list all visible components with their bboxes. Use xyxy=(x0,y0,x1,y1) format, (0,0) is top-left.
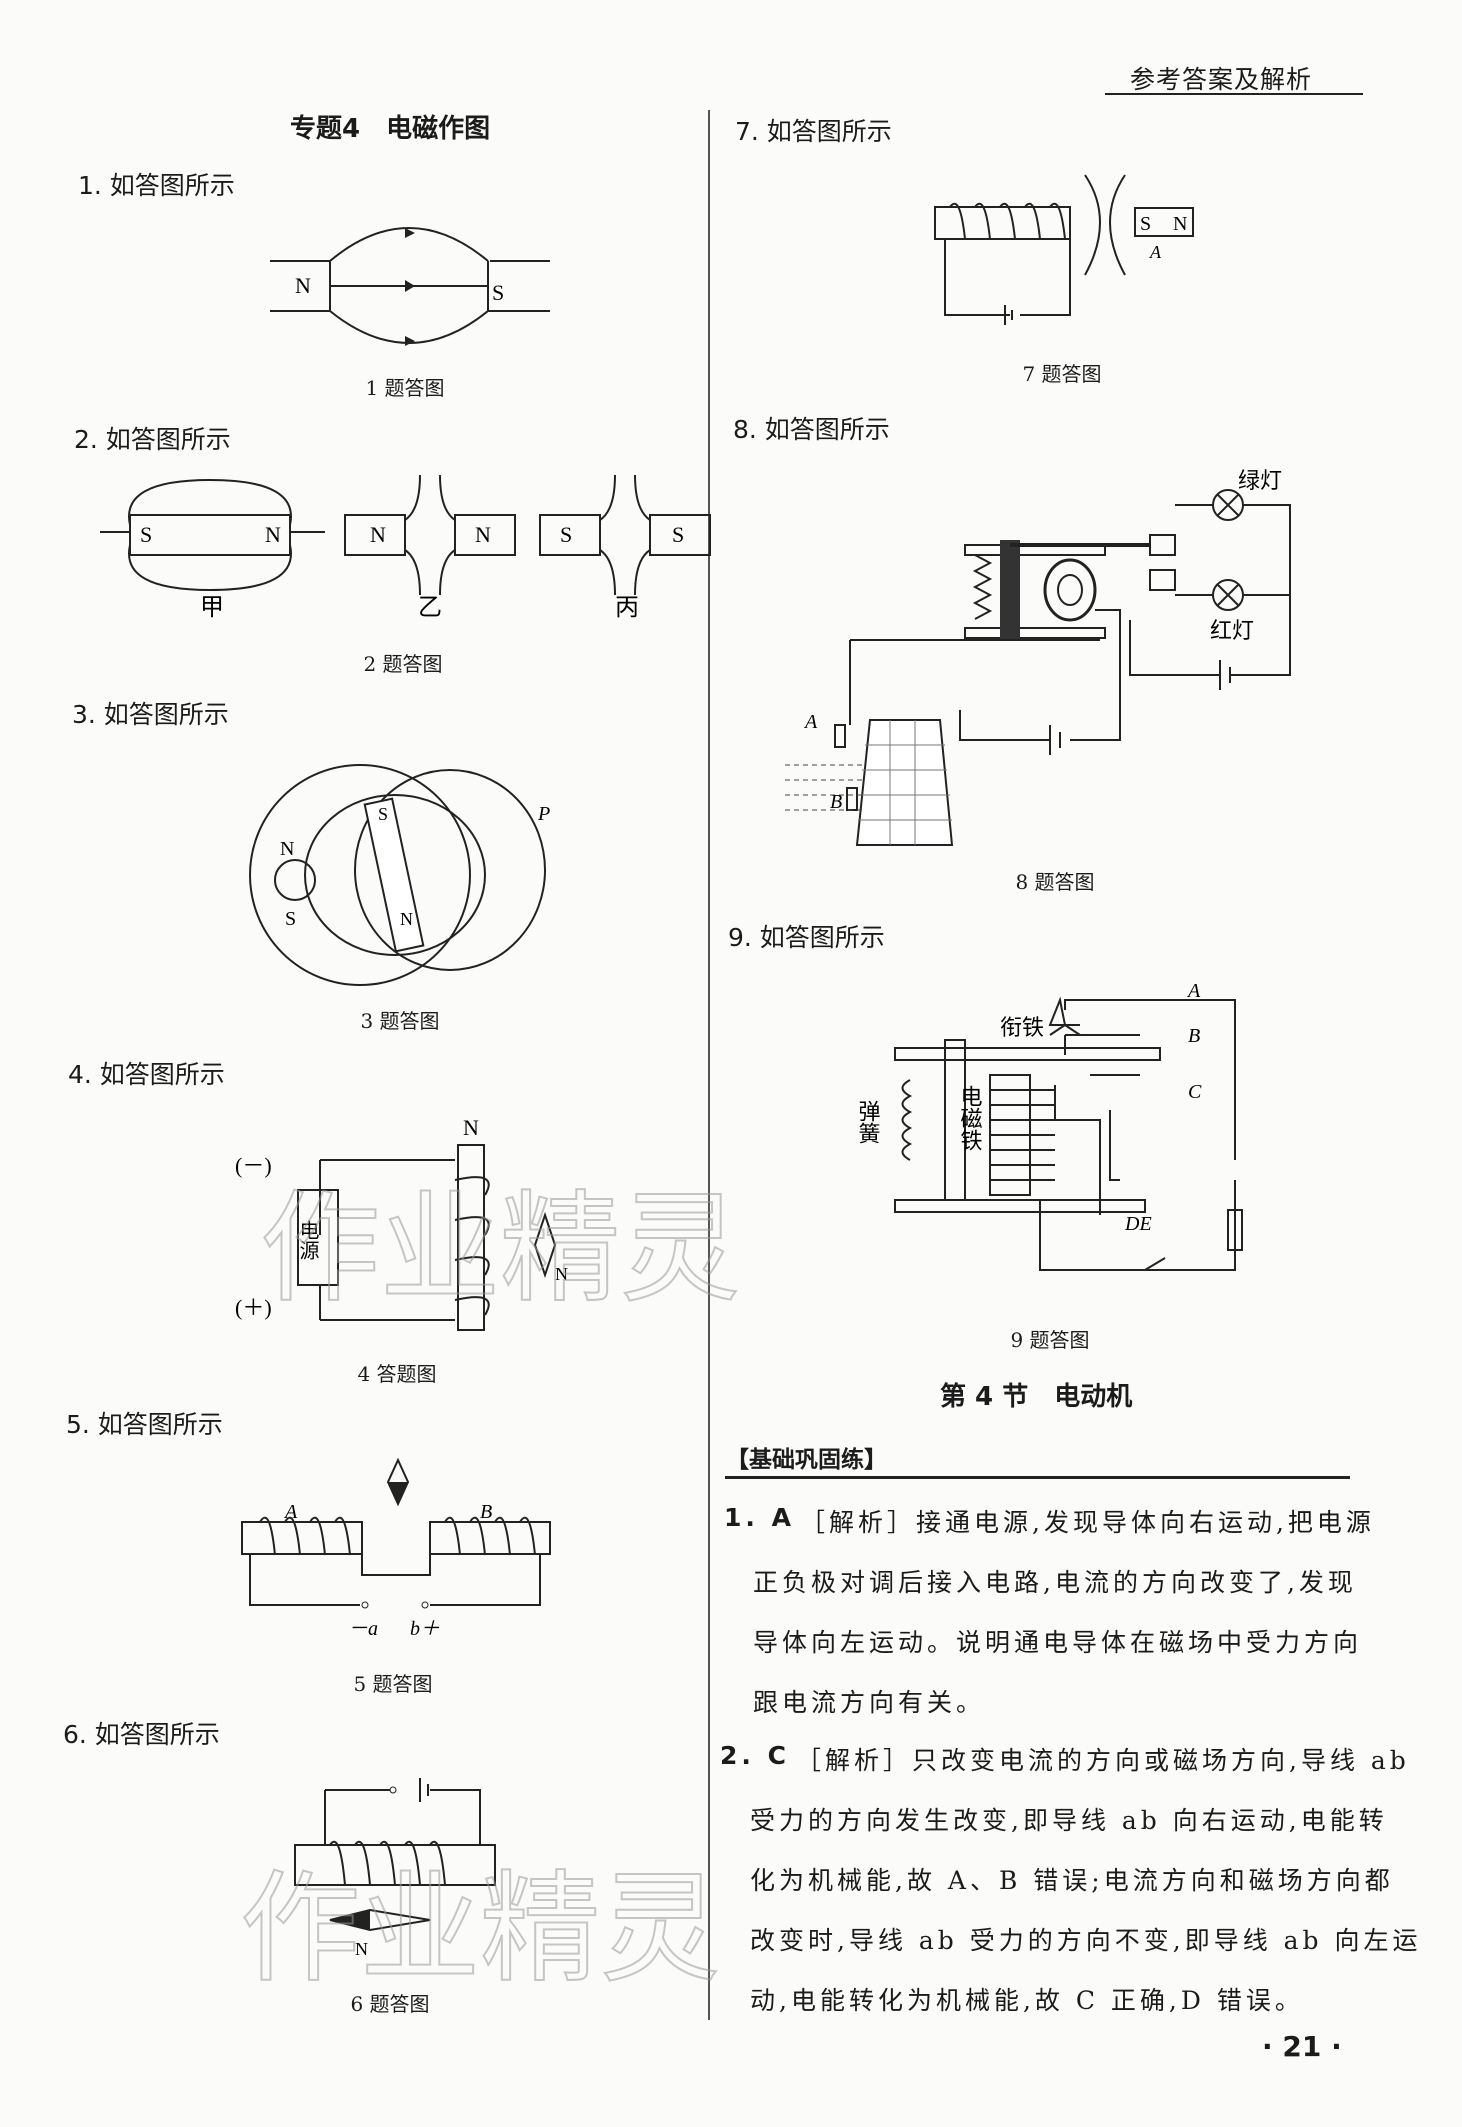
svg-text:乙: 乙 xyxy=(418,595,442,621)
item-label: 8. 如答图所示 xyxy=(733,415,890,444)
svg-text:N: N xyxy=(400,909,413,929)
figure-caption: 3 题答图 xyxy=(360,1009,440,1033)
svg-text:B: B xyxy=(1188,1025,1200,1047)
svg-text:A: A xyxy=(1149,242,1162,262)
figure-1-magnet-field: N S xyxy=(270,227,550,346)
figure-caption: 5 题答图 xyxy=(353,1672,433,1696)
svg-text:A: A xyxy=(283,1501,298,1523)
figure-7-electromagnet: S N A xyxy=(934,174,1194,325)
svg-text:S: S xyxy=(140,522,152,547)
svg-text:N: N xyxy=(355,1939,368,1959)
item-label: 1. 如答图所示 xyxy=(78,171,235,200)
figure-3-field-lines: N S S N P xyxy=(249,764,550,986)
figure-caption: 7 题答图 xyxy=(1022,362,1102,386)
svg-text:N: N xyxy=(1173,213,1187,235)
svg-text:N: N xyxy=(555,1264,568,1284)
svg-text:N: N xyxy=(280,838,294,860)
answer-line: 正负极对调后接入电路,电流的方向改变了,发现 xyxy=(753,1568,1357,1597)
svg-text:电源: 电源 xyxy=(296,1220,319,1260)
svg-text:丙: 丙 xyxy=(615,595,639,621)
figure-2-magnets: S N N N S S 甲 乙 丙 xyxy=(100,474,711,621)
svg-text:(＋): (＋) xyxy=(235,1295,272,1320)
svg-text:作业精灵: 作业精灵 xyxy=(240,1860,720,1999)
item-label: 3. 如答图所示 xyxy=(72,700,229,729)
svg-text:N: N xyxy=(475,522,491,547)
svg-text:S: S xyxy=(285,908,296,930)
svg-text:B: B xyxy=(480,1501,492,1523)
answer-number: 1. A xyxy=(724,1503,795,1532)
svg-text:b＋: b＋ xyxy=(410,1618,440,1640)
figure-caption: 9 题答图 xyxy=(1010,1328,1090,1352)
svg-text:绿灯: 绿灯 xyxy=(1238,468,1282,493)
figure-8-relay-circuit: 绿灯 红灯 A B xyxy=(785,468,1291,846)
svg-text:DE: DE xyxy=(1124,1213,1152,1235)
answer-line: ［解析］只改变电流的方向或磁场方向,导线 ab xyxy=(796,1746,1410,1775)
svg-text:N: N xyxy=(370,522,386,547)
answer-line: 跟电流方向有关。 xyxy=(753,1688,986,1717)
answer-line: 受力的方向发生改变,即导线 ab 向右运动,电能转 xyxy=(750,1806,1388,1835)
svg-text:N: N xyxy=(463,1115,479,1140)
figure-9-relay: 衔铁 A B C 弹簧 电磁铁 DE xyxy=(856,980,1243,1271)
answer-line: ［解析］接通电源,发现导体向右运动,把电源 xyxy=(800,1508,1375,1537)
svg-text:红灯: 红灯 xyxy=(1210,618,1254,643)
svg-text:S: S xyxy=(378,804,388,824)
svg-text:电磁铁: 电磁铁 xyxy=(958,1085,983,1151)
s-pole-label: S xyxy=(492,280,504,305)
item-label: 5. 如答图所示 xyxy=(66,1410,223,1439)
practice-tag: 【基础巩固练】 xyxy=(726,1447,887,1473)
figure-caption: 2 题答图 xyxy=(363,652,443,676)
svg-text:N: N xyxy=(265,522,281,547)
watermark: 作业精灵 xyxy=(239,1859,721,2000)
svg-text:－a: －a xyxy=(348,1618,378,1640)
svg-text:S: S xyxy=(1140,213,1151,235)
answer-line: 化为机械能,故 A、B 错误;电流方向和磁场方向都 xyxy=(750,1866,1394,1895)
section-title: 第 4 节 电动机 xyxy=(940,1382,1133,1412)
item-label: 9. 如答图所示 xyxy=(728,923,885,952)
svg-text:弹簧: 弹簧 xyxy=(856,1100,881,1144)
figure-caption: 1 题答图 xyxy=(365,376,445,400)
svg-text:(－): (－) xyxy=(235,1153,272,1178)
figure-caption: 4 答题图 xyxy=(357,1362,437,1386)
n-pole-label: N xyxy=(295,273,311,298)
svg-text:A: A xyxy=(1186,980,1201,1002)
item-label: 4. 如答图所示 xyxy=(68,1060,225,1089)
answer-line: 改变时,导线 ab 受力的方向不变,即导线 ab 向左运 xyxy=(750,1926,1422,1955)
figure-caption: 8 题答图 xyxy=(1015,870,1095,894)
svg-text:S: S xyxy=(672,522,684,547)
topic-title: 专题4 电磁作图 xyxy=(290,114,491,144)
item-label: 7. 如答图所示 xyxy=(735,117,892,146)
answer-number: 2. C xyxy=(720,1741,790,1770)
svg-text:S: S xyxy=(560,522,572,547)
svg-text:A: A xyxy=(803,711,818,733)
answer-line: 动,电能转化为机械能,故 C 正确,D 错误。 xyxy=(750,1986,1304,2015)
svg-text:B: B xyxy=(830,791,842,813)
answer-line: 导体向左运动。说明通电导体在磁场中受力方向 xyxy=(753,1628,1363,1657)
figure-caption: 6 题答图 xyxy=(350,1992,430,2016)
header-rule xyxy=(1105,93,1363,95)
section-header: 参考答案及解析 xyxy=(1130,65,1313,94)
watermark: 作业精灵 xyxy=(259,1179,741,1320)
item-label: 2. 如答图所示 xyxy=(74,425,231,454)
item-label: 6. 如答图所示 xyxy=(63,1720,220,1749)
column-divider xyxy=(708,110,710,2020)
svg-text:P: P xyxy=(537,803,550,825)
practice-rule xyxy=(725,1476,1350,1479)
svg-text:作业精灵: 作业精灵 xyxy=(260,1180,740,1319)
figure-4-solenoid: N (－) (＋) 电源 N xyxy=(235,1115,568,1331)
svg-text:C: C xyxy=(1188,1081,1202,1103)
figure-6-solenoid-battery: N xyxy=(294,1778,496,1959)
svg-text:甲: 甲 xyxy=(200,595,224,621)
svg-text:衔铁: 衔铁 xyxy=(1000,1015,1044,1040)
page-number: · 21 · xyxy=(1262,2030,1342,2063)
figure-5-two-coils: A B －a b＋ xyxy=(241,1457,551,1640)
